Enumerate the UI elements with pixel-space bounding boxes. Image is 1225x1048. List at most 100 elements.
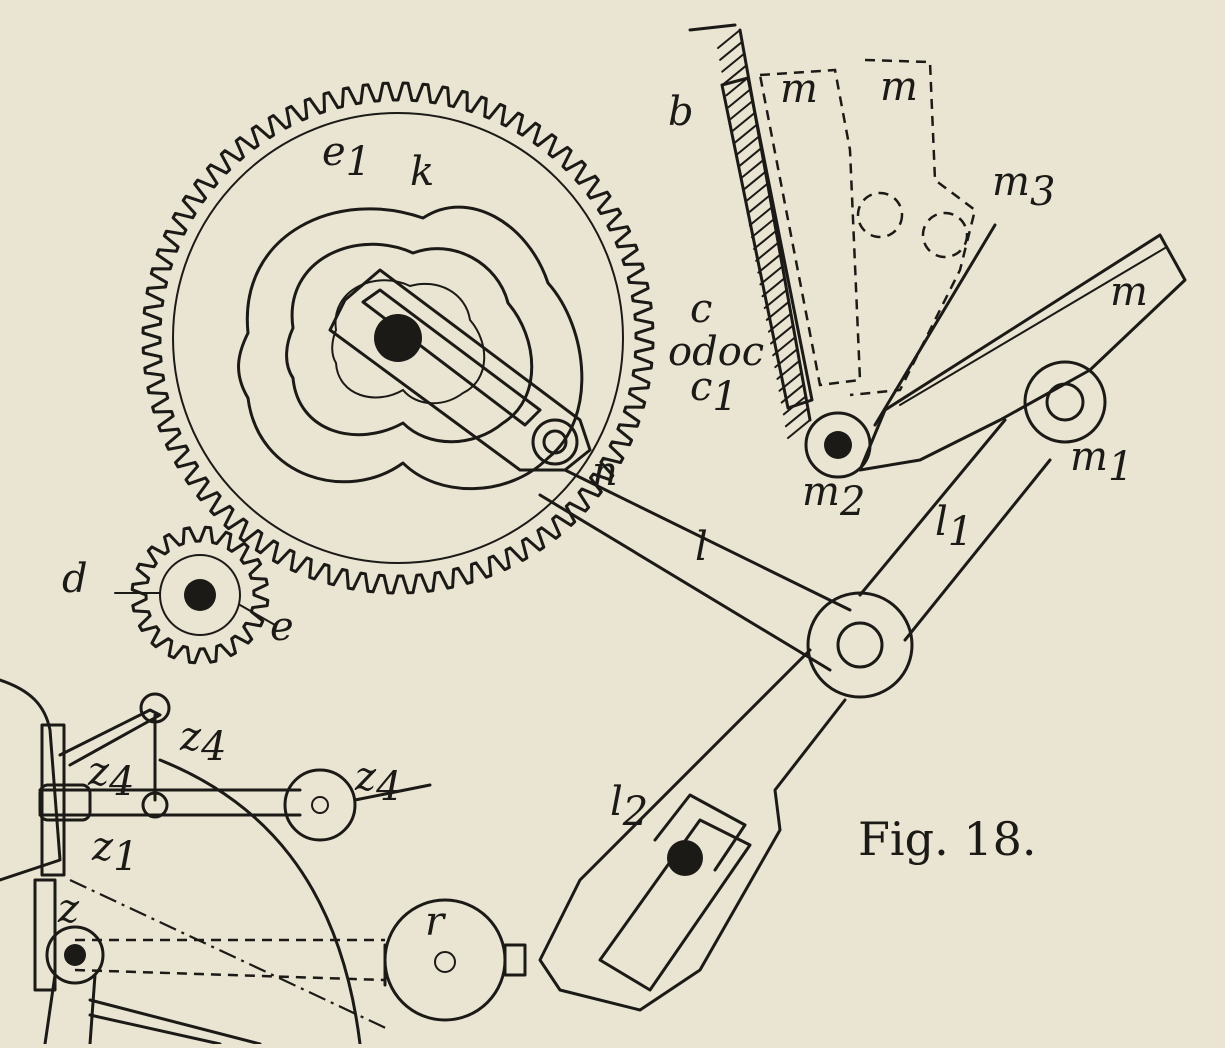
hatch-line [787,419,811,439]
label-z4b-subscript: 4 [108,759,134,805]
lower-linkage [0,678,527,1046]
upright-post [40,723,66,877]
main-shaft [374,314,422,362]
hatch-line [733,123,758,144]
label-l1-subscript: 1 [948,509,973,555]
label-r: r [425,899,447,945]
label-d: d [62,556,88,602]
label-m_b-base: m [880,64,918,110]
joint-z-pin [64,944,86,966]
label-z2-base: z [57,886,80,932]
blade-assembly [688,23,1187,479]
label-b-base: b [668,89,694,135]
strip [88,998,262,1046]
small-gear-hub [159,554,241,636]
label-z4a: z4 [179,714,227,770]
blade-c [720,76,814,410]
label-k-base: k [410,149,434,195]
bell-crank-l1 [538,418,1052,1012]
hatch-line [753,229,778,250]
label-n: n [592,449,618,495]
alt-position-2 [849,58,977,397]
link-z4-upper [58,708,162,767]
pivot-m1-boss [1023,360,1107,444]
label-m2-subscript: 2 [839,479,865,525]
roller-r [383,898,507,1022]
label-m3: m3 [992,159,1055,215]
label-z4b: z4 [87,749,135,805]
large-gear-rim [172,112,624,564]
blade-m [858,233,1187,472]
pin-l2 [667,840,703,876]
blade-m-edge [899,247,1166,406]
label-l2-subscript: 2 [622,789,648,835]
hatch-line [729,99,754,120]
label-l-base: l [695,524,708,570]
label-z4c-subscript: 4 [375,764,401,810]
collar [38,783,92,822]
roller-r-pin [434,951,456,973]
small-gear-shaft [184,579,216,611]
label-z1-subscript: 1 [113,834,138,880]
label-c: c [690,286,712,332]
slide-block [653,793,747,872]
label-b: b [668,89,694,135]
hatch-line [748,206,773,227]
pivot-m2-boss [804,411,872,479]
dash-dot-line [69,879,391,1031]
hatch-line [784,407,809,428]
hatch-line [744,182,769,203]
label-m_a: m [780,66,818,112]
joint-z4-top [139,692,171,724]
hatch-line [717,29,741,49]
label-c1: c1 [690,364,738,420]
label-odoc-base: odoc [668,329,764,375]
pivot-m1 [1045,382,1085,422]
label-z1-base: z [91,824,114,870]
hatch-line [736,135,761,156]
label-e1-subscript: 1 [346,139,371,185]
blade-m3 [873,223,997,427]
lever-arm [538,468,852,672]
hatch-line [731,111,756,132]
label-m_c-base: m [1110,269,1148,315]
hatch-line [757,253,782,274]
label-e1: e1 [322,129,371,185]
label-l: l [695,524,708,570]
label-c1-subscript: 1 [712,374,737,420]
lower-post [33,878,57,992]
label-e: e [270,604,294,650]
figure-caption: Fig. 18. [858,812,1036,866]
label-odoc: odoc [668,329,764,375]
hatch-line [759,265,784,286]
label-c1-base: c [690,364,712,410]
alt-position-1 [758,68,862,387]
boss-z4-pin [311,796,329,814]
label-l2: l2 [610,779,648,835]
hatch-line [721,52,746,73]
label-m3-subscript: 3 [1030,169,1055,215]
label-e1-base: e [322,129,346,175]
hatch-line [740,159,765,179]
label-m_a-base: m [780,66,818,112]
lever-l [328,268,852,672]
hatch-line [742,170,767,191]
large-arc [158,758,362,1046]
crank-pivot-hole [836,621,884,669]
hatch-line [761,277,786,298]
label-l1-base: l [935,499,948,545]
label-z4b-base: z [87,749,110,795]
alt-pivot-1 [856,191,904,239]
lower-link [43,973,97,1046]
hatch-line [727,88,752,109]
joint-z4-middle [141,791,169,819]
hatch-line [723,64,748,85]
pin-n-boss [531,418,579,466]
rod-z4-end [353,783,432,802]
hatch-line [755,241,780,262]
small-gear-e [114,525,276,665]
label-m2: m2 [802,469,865,525]
cam-groove-outer [285,242,534,444]
